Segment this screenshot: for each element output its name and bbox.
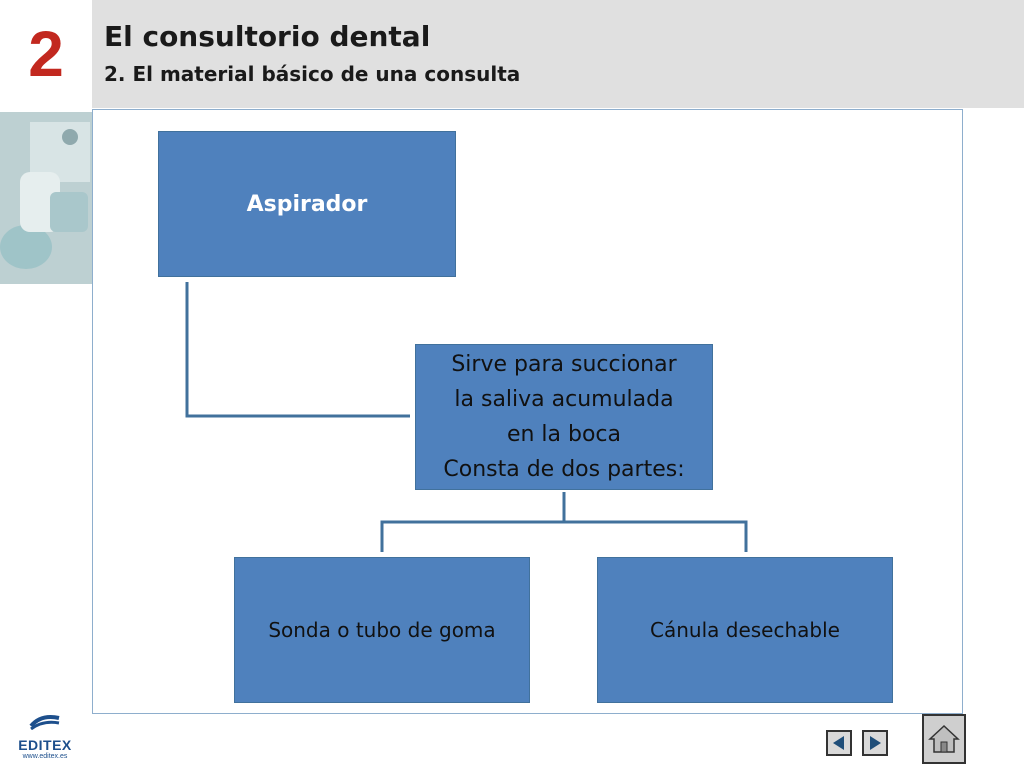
home-button[interactable] [922, 714, 966, 764]
chapter-number: 2 [28, 18, 64, 90]
editex-logo-url: www.editex.es [22, 753, 68, 760]
diagram-node-root-label: Aspirador [246, 191, 368, 217]
header-bar [92, 0, 1024, 108]
diagram-node-description-label: Sirve para succionar la saliva acumulada… [443, 352, 685, 482]
diagram-node-description: Sirve para succionar la saliva acumulada… [415, 344, 713, 490]
dental-chair-photo [0, 112, 92, 284]
previous-slide-button[interactable] [826, 730, 852, 756]
left-triangle-icon [833, 736, 844, 750]
next-slide-button[interactable] [862, 730, 888, 756]
diagram-node-part-1-label: Sonda o tubo de goma [268, 618, 496, 642]
diagram-node-part-2-label: Cánula desechable [650, 618, 840, 642]
editex-logo-text: EDITEX [18, 737, 72, 753]
editex-logo: EDITEX www.editex.es [14, 712, 76, 762]
diagram-node-part-2: Cánula desechable [597, 557, 893, 703]
diagram-node-root: Aspirador [158, 131, 456, 277]
editex-logo-icon [29, 715, 60, 731]
right-triangle-icon [870, 736, 881, 750]
diagram-node-part-1: Sonda o tubo de goma [234, 557, 530, 703]
page-title: El consultorio dental [104, 20, 431, 53]
page-subtitle: 2. El material básico de una consulta [104, 62, 521, 86]
home-icon [928, 724, 960, 753]
